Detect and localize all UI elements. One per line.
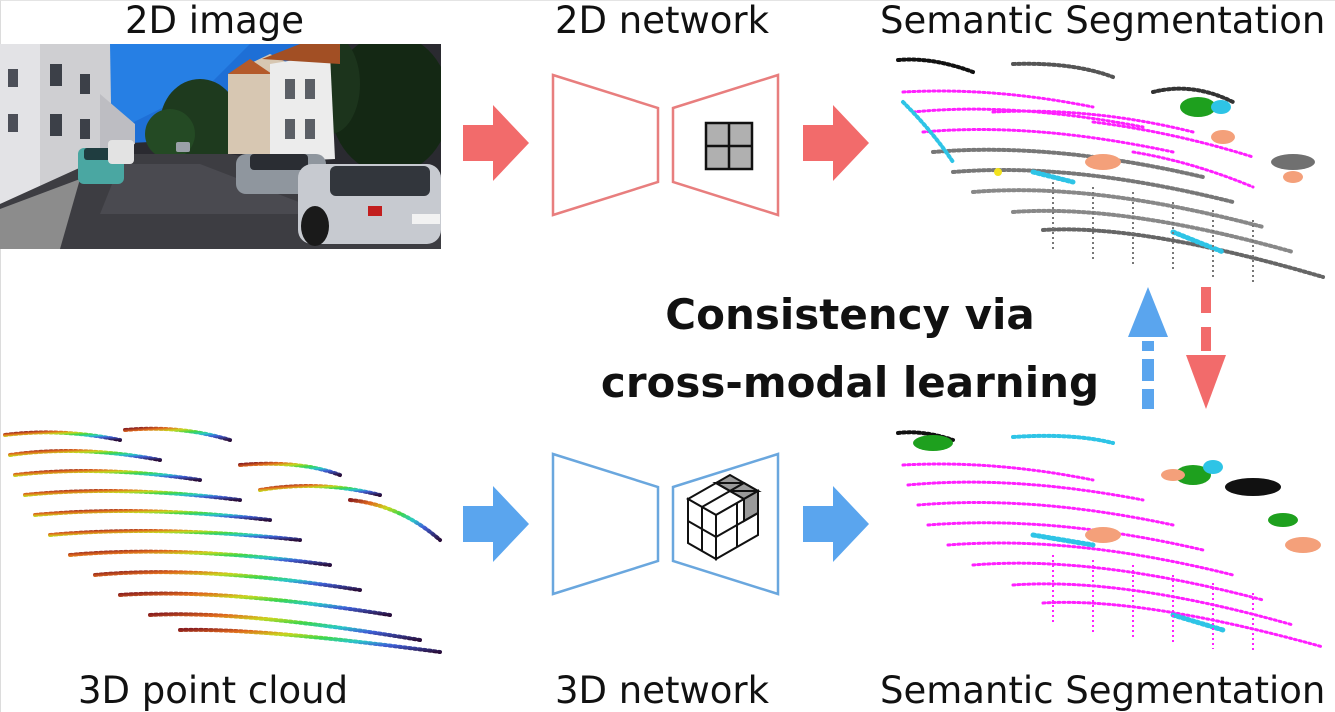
- label-semantic-segmentation-top: Semantic Segmentation: [880, 0, 1326, 42]
- arrow-right-2d-input: [463, 105, 529, 181]
- arrow-right-2d-output: [803, 105, 869, 181]
- arrow-right-3d-output: [803, 486, 869, 562]
- network-2d-diagram: [551, 73, 780, 217]
- lidar-point-cloud: [3, 426, 442, 654]
- label-2d-network: 2D network: [555, 0, 770, 42]
- grid-2d-icon: [704, 121, 754, 171]
- cross-modal-arrows: [1128, 287, 1226, 409]
- label-2d-image: 2D image: [125, 0, 305, 42]
- consistency-text-line2: cross-modal learning: [600, 358, 1100, 407]
- street-photo: [0, 44, 441, 249]
- arrow-right-3d-input: [463, 486, 529, 562]
- label-3d-network: 3D network: [555, 669, 770, 712]
- consistency-text-line1: Consistency via: [665, 290, 1035, 339]
- label-3d-point-cloud: 3D point cloud: [78, 669, 349, 712]
- arrow-down-2d-to-3d: [1186, 287, 1226, 409]
- network-3d-diagram: [551, 452, 780, 596]
- voxel-cube-icon: [685, 473, 762, 561]
- arrow-up-3d-to-2d: [1128, 287, 1168, 409]
- segmentation-2d-output: [896, 57, 1325, 282]
- label-semantic-segmentation-bottom: Semantic Segmentation: [880, 669, 1326, 712]
- segmentation-3d-output: [896, 430, 1325, 653]
